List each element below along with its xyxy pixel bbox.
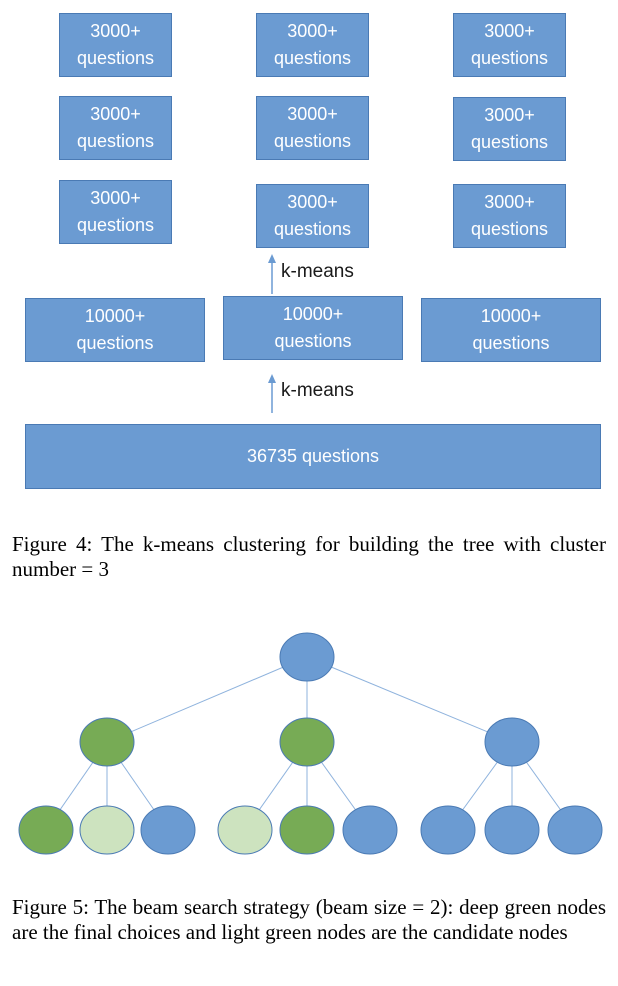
cluster-box-3000: 3000+ questions (453, 97, 566, 161)
cluster-box-3000: 3000+ questions (59, 96, 172, 160)
cluster-box-3000: 3000+ questions (453, 184, 566, 248)
figure-4-caption: Figure 4: The k-means clustering for bui… (12, 532, 606, 581)
box-count: 3000+ (484, 192, 535, 212)
cluster-box-10000: 10000+ questions (223, 296, 403, 360)
box-count: 3000+ (90, 21, 141, 41)
level1-node-blue (484, 717, 540, 767)
cluster-box-3000: 3000+ questions (59, 13, 172, 77)
box-unit: questions (273, 48, 352, 68)
box-count: 3000+ (484, 21, 535, 41)
cluster-box-3000: 3000+ questions (256, 13, 369, 77)
k-means-label-upper: k-means (281, 261, 354, 282)
box-unit: questions (470, 48, 549, 68)
cluster-box-3000: 3000+ questions (256, 96, 369, 160)
box-count: 3000+ (484, 105, 535, 125)
cluster-box-10000: 10000+ questions (421, 298, 601, 362)
cluster-box-3000: 3000+ questions (59, 180, 172, 244)
level1-node-deep-green (279, 717, 335, 767)
root-box: 36735 questions (25, 424, 601, 489)
tree-edge (306, 656, 513, 743)
root-node (279, 632, 335, 682)
box-count: 3000+ (90, 104, 141, 124)
box-count: 3000+ (287, 104, 338, 124)
box-unit: questions (470, 219, 549, 239)
box-unit: questions (76, 48, 155, 68)
box-unit: questions (76, 131, 155, 151)
box-unit: questions (470, 132, 549, 152)
level2-node-light-green (79, 805, 135, 855)
box-count: 10000+ (282, 304, 344, 324)
root-label: 36735 questions (246, 446, 380, 466)
level2-node-deep-green (18, 805, 74, 855)
box-count: 3000+ (90, 188, 141, 208)
level2-node-blue (547, 805, 603, 855)
level2-node-blue (140, 805, 196, 855)
box-count: 3000+ (287, 21, 338, 41)
box-unit: questions (273, 131, 352, 151)
box-unit: questions (274, 331, 352, 351)
box-unit: questions (273, 219, 352, 239)
cluster-box-10000: 10000+ questions (25, 298, 205, 362)
figure-5-caption: Figure 5: The beam search strategy (beam… (12, 895, 606, 944)
box-unit: questions (76, 333, 154, 353)
level2-node-blue (484, 805, 540, 855)
box-unit: questions (472, 333, 550, 353)
cluster-box-3000: 3000+ questions (256, 184, 369, 248)
level2-node-blue (342, 805, 398, 855)
level2-node-blue (420, 805, 476, 855)
box-count: 10000+ (84, 306, 146, 326)
level2-node-light-green (217, 805, 273, 855)
box-count: 10000+ (480, 306, 542, 326)
cluster-box-3000: 3000+ questions (453, 13, 566, 77)
k-means-label-lower: k-means (281, 380, 354, 401)
box-unit: questions (76, 215, 155, 235)
level1-node-deep-green (79, 717, 135, 767)
box-count: 3000+ (287, 192, 338, 212)
level2-node-deep-green (279, 805, 335, 855)
tree-edge (106, 656, 308, 743)
